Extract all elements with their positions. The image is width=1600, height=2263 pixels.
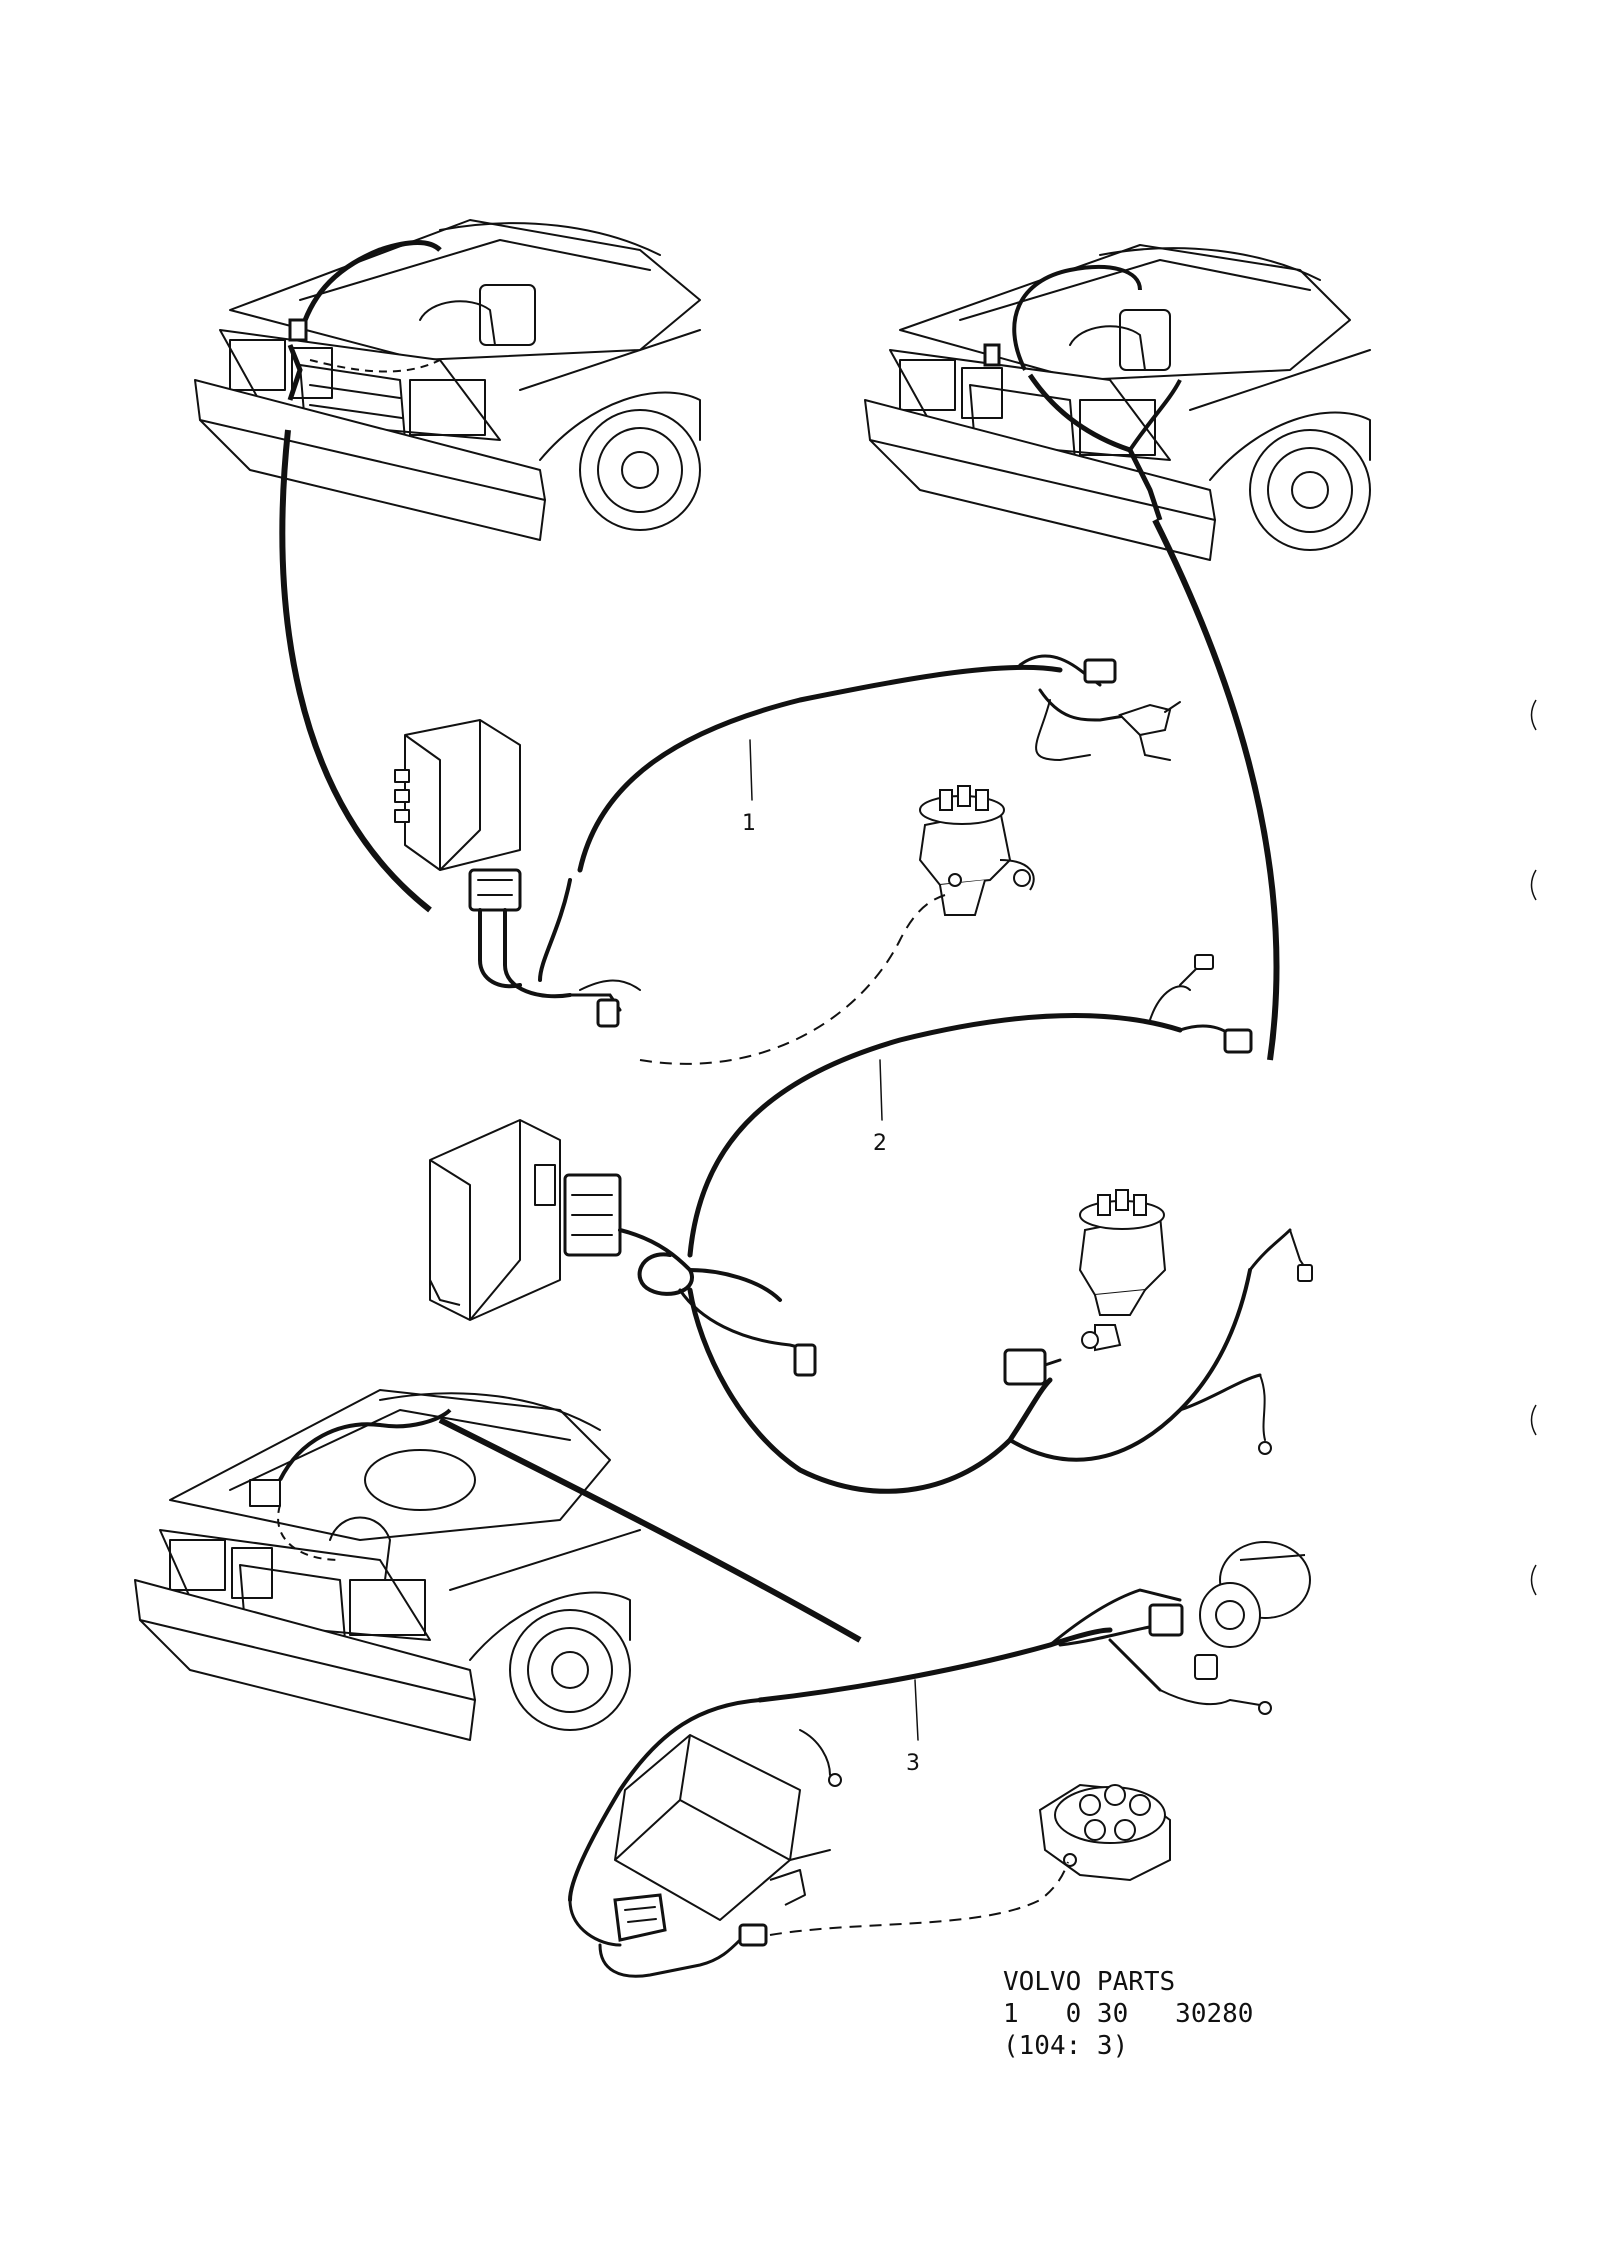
item1-ignition-module xyxy=(394,719,521,871)
item3-dashed-connection xyxy=(769,1861,1069,1936)
car-front-view-top-right xyxy=(864,244,1371,561)
item1-harness xyxy=(468,654,1181,1028)
parts-reference-label: VOLVO PARTS 1 0 30 30280 (104: 3) xyxy=(1003,1967,1253,2061)
car-front-view-lower-left xyxy=(134,1389,641,1741)
callout-item-2: 2 xyxy=(873,1131,887,1156)
parts-label-line2: 1 0 30 30280 xyxy=(1003,1999,1253,2029)
callout-item-1: 1 xyxy=(742,811,756,836)
item2-harness xyxy=(563,954,1313,1494)
item3-ignition-coil xyxy=(1199,1541,1311,1648)
car-front-view-top-left xyxy=(194,219,701,541)
parts-label-line1: VOLVO PARTS xyxy=(1003,1967,1175,1997)
item2-control-unit xyxy=(429,1119,561,1321)
car2-harness-route xyxy=(983,265,1280,1061)
car1-harness-route xyxy=(279,240,442,913)
item1-dashed-connection xyxy=(639,894,946,1065)
item3-distributor xyxy=(1038,1783,1171,1882)
callout-item-3: 3 xyxy=(906,1751,920,1776)
item3-harness xyxy=(568,1588,1272,1978)
parts-label-line3: (104: 3) xyxy=(1003,2031,1128,2061)
margin-marks xyxy=(1530,699,1537,1596)
item3-control-unit xyxy=(614,1734,806,1921)
item1-distributor xyxy=(918,785,1035,916)
item2-distributor xyxy=(1078,1189,1167,1352)
car3-harness-route xyxy=(277,1408,862,1643)
